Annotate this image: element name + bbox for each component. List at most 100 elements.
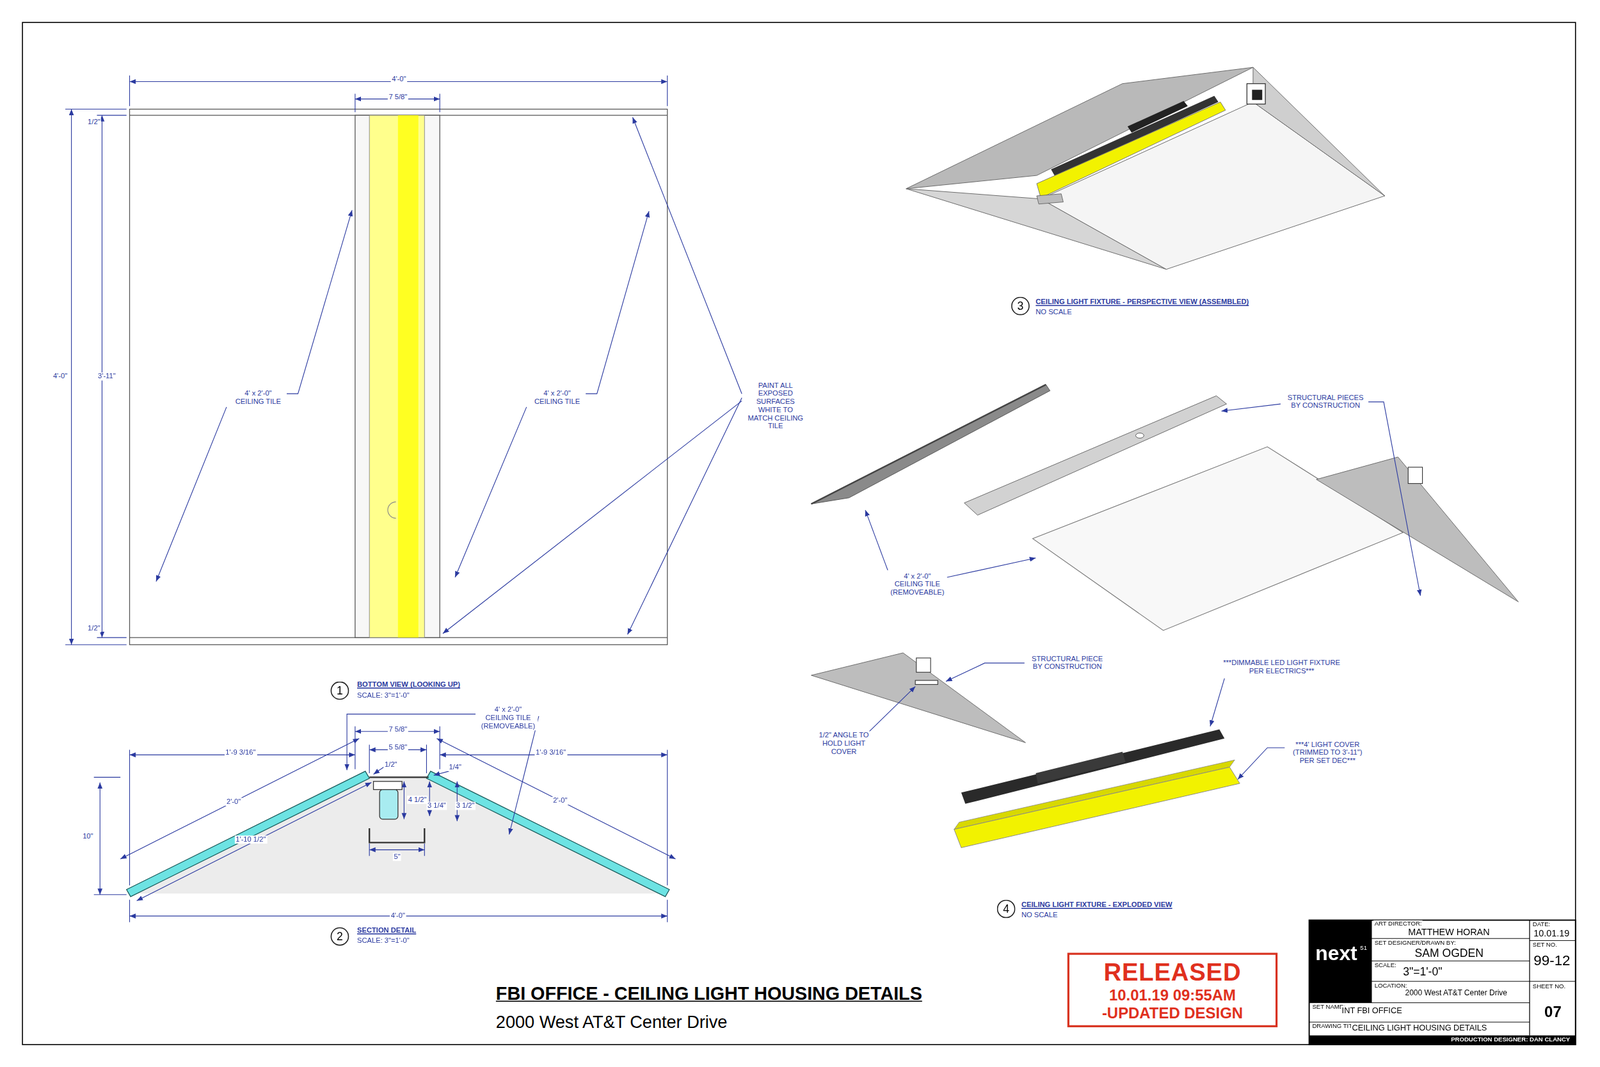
callout-number: 3 [1017,299,1024,313]
view-title: CEILING LIGHT FIXTURE - EXPLODED VIEW [1020,900,1174,909]
drawing-title: FBI OFFICE - CEILING LIGHT HOUSING DETAI… [494,983,923,1005]
callout-note: 4' x 2'-0" CEILING TILE (REMOVEABLE) [887,572,947,597]
view-title: SECTION DETAIL [355,926,417,935]
slot [355,115,440,638]
dimension-line [436,738,676,859]
extension-line [424,843,425,856]
leader-line [585,211,649,394]
title-block-text: DATE: [1531,920,1552,928]
extension-line [354,726,356,770]
title-block-text: PRODUCTION DESIGNER: DAN CLANCY [1450,1035,1572,1043]
extension-line [96,115,127,116]
cell-line [1371,981,1530,982]
leader-line [455,407,527,578]
angle-slot [915,680,938,685]
cell-line [1309,1021,1530,1023]
led-driver [1035,752,1126,784]
callout-note: 1/2" ANGLE TO HOLD LIGHT COVER [817,731,870,756]
extension-line [94,894,127,895]
view-title: CEILING LIGHT FIXTURE - PERSPECTIVE VIEW… [1034,297,1250,306]
dimension-line [71,109,72,646]
callout-circle: 1 [330,681,350,701]
housing-outline [129,109,667,646]
fixture-mount [373,781,403,790]
leader-line [509,716,539,835]
title-block-text: SET DESIGNER/DRAWN BY: [1373,939,1457,947]
dimension-text: 1/2" [87,624,102,633]
extension-line [439,94,441,113]
dimension-line [120,738,360,859]
dimension-text: 1'-10 1/2" [234,835,267,844]
extension-line [129,899,130,923]
logo-cell [1309,920,1372,1003]
dimension-line [99,782,101,895]
led-fixture [379,789,399,820]
callout-note: 4' x 2'-0" CEILING TILE [231,389,286,407]
title-block-text: CEILING LIGHT HOUSING DETAILS [1351,1023,1488,1033]
leader-line [442,400,742,633]
leader-line [373,766,384,774]
wire-hole [1136,433,1145,439]
cell-line [1371,960,1530,962]
extension-line [129,749,130,886]
title-block-text: INT FBI OFFICE [1340,1005,1403,1016]
dimension-text: 7 5/8" [387,725,409,734]
dimension-text: 3'-11" [96,372,117,381]
dimension-text: 4 1/2" [407,795,428,804]
dimension-text: 5 5/8" [387,743,409,752]
scale-note: SCALE: 3"=1'-0" [355,936,411,945]
title-block-text: ART DIRECTOR: [1373,920,1423,928]
leader-line [1368,401,1421,596]
extension-line [666,899,668,923]
title-block-text: 3"=1'-0" [1402,965,1444,978]
dimension-text: 5" [392,852,402,861]
angle-bracket [1036,193,1064,205]
extension-line [94,776,121,778]
dimension-text: 1/2" [383,760,399,770]
title-block-text: 51 [1359,944,1369,952]
extension-line [129,75,130,107]
leader-line [632,117,743,394]
gable-end [1253,67,1385,196]
gable-window [1251,89,1263,100]
scale-note: NO SCALE [1034,307,1074,317]
light-cover [369,115,425,638]
title-block-text: 99-12 [1532,951,1572,969]
callout-circle: 4 [997,899,1016,919]
callout-number: 2 [336,929,344,943]
section-fill [129,775,667,894]
extension-line [439,726,441,770]
callout-circle: 2 [330,927,350,946]
perspective-view [906,67,1385,270]
callout-note: 4' x 2'-0" CEILING TILE [529,389,585,407]
title-block-frame [1309,920,1576,1045]
callout-note: STRUCTURAL PIECES BY CONSTRUCTION [1283,393,1368,411]
title-block-text: 2000 West AT&T Center Drive [1404,989,1509,999]
dimension-text: 1'-9 3/16" [534,748,567,758]
callout-number: 1 [336,684,344,697]
callout-note: STRUCTURAL PIECE BY CONSTRUCTION [1027,654,1108,672]
gable-window [1246,83,1266,105]
leader-line [1210,678,1225,727]
callout-note: PAINT ALL EXPOSED SURFACES WHITE TO MATC… [746,381,805,431]
leader-line [286,209,352,394]
led-fixture [1050,96,1218,177]
leader-line [346,714,476,771]
callout-note: ***4' LIGHT COVER (TRIMMED TO 3'-11") PE… [1288,740,1368,765]
designer-strip [1309,1035,1576,1045]
extension-line [666,749,668,886]
dimension-text: 1'-9 3/16" [224,748,257,758]
stamp-heading: RELEASED [1104,958,1242,987]
title-block-text: SET NO. [1531,941,1558,949]
title-block-text: SHEET NO. [1531,983,1567,991]
callout-note: ***DIMMABLE LED LIGHT FIXTURE PER ELECTR… [1216,659,1346,676]
leader-line [156,407,227,582]
leader-line [947,558,1037,578]
cell-line [1309,1002,1530,1003]
ceiling-tile [126,771,370,897]
title-block-text: next [1314,941,1359,966]
front-tile [1040,101,1385,269]
